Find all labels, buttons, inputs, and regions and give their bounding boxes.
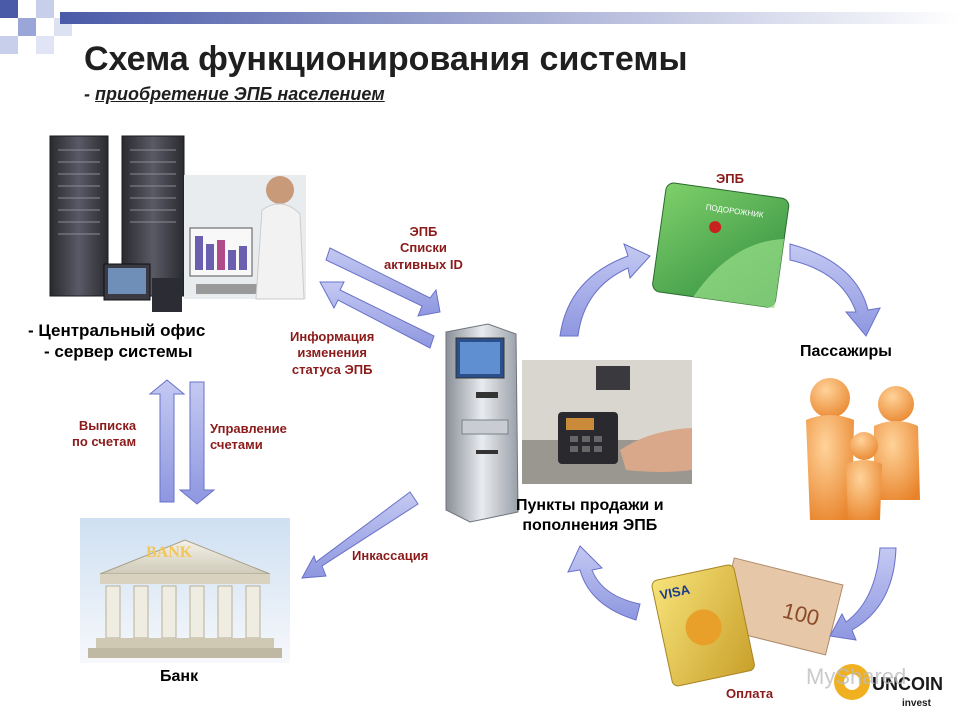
bank-sign-text: BANK (146, 544, 193, 561)
arrow-payment-to-points (567, 545, 641, 621)
edge-label-statement-1: Выписка (78, 418, 137, 433)
arrow-bank-to-office (148, 379, 186, 503)
office-operator-image (184, 175, 306, 300)
edge-label-status-info: Информация изменения статуса ЭПБ (290, 329, 374, 378)
visa-text: VISA (658, 582, 691, 603)
arrow-kiosk-to-office (319, 281, 435, 349)
office-label: - Центральный офис - сервер системы (28, 320, 205, 363)
watermark-text: MyShared (806, 664, 906, 689)
logo-sub-text: invest (902, 698, 932, 709)
arrow-card-to-passengers (789, 243, 881, 337)
edge-label-status-2: изменения (297, 345, 367, 361)
arrow-points-to-card (559, 243, 651, 337)
edge-label-manage-1: Управление (210, 421, 287, 436)
edge-label-epb-card: ЭПБ (716, 171, 744, 186)
bank-label: Банк (160, 668, 199, 685)
edge-label-epb-lists-2: Списки (399, 240, 447, 256)
office-label-line1: - Центральный офис (28, 321, 206, 340)
edge-label-epb-lists: ЭПБ Списки активных ID (384, 224, 463, 273)
edge-label-status-1: Информация (290, 329, 375, 344)
arrow-kiosk-to-bank (301, 491, 419, 579)
bank-building-image (80, 518, 290, 663)
passengers-label: Пассажиры (800, 343, 892, 360)
page-subtitle: - приобретение ЭПБ населением (84, 84, 385, 105)
pos-terminal-image (522, 360, 692, 484)
subtitle-link: приобретение ЭПБ населением (95, 84, 385, 104)
subtitle-prefix: - (84, 84, 95, 104)
edge-label-statement: Выписка по счетам (72, 418, 136, 451)
payment-kiosk-image (445, 323, 519, 523)
edge-label-epb-lists-3: активных ID (384, 256, 463, 272)
edge-label-account-management: Управление счетами (210, 421, 287, 454)
sales-points-line2: пополнения ЭПБ (522, 517, 658, 534)
arrow-office-to-kiosk (325, 247, 441, 317)
edge-label-payment: Оплата (726, 686, 774, 701)
family-passengers-image (806, 378, 920, 520)
payment-cards-money-image: 100 VISA (651, 557, 844, 687)
edge-label-epb-lists-1: ЭПБ (409, 224, 438, 239)
logo-brand-text: UNCOIN (872, 674, 943, 694)
arrow-passengers-to-payment (829, 547, 897, 641)
sales-points-line1: Пункты продажи и (516, 497, 664, 514)
office-label-line2: - сервер системы (44, 342, 193, 362)
server-rack-image (49, 135, 185, 312)
edge-label-manage-2: счетами (210, 437, 263, 453)
edge-label-status-3: статуса ЭПБ (291, 361, 373, 377)
edge-label-statement-2: по счетам (72, 434, 137, 450)
header-decoration (0, 0, 960, 54)
uncoin-logo: UNCOIN invest (834, 664, 943, 709)
epb-card-image: ПОДОРОЖНИК (652, 182, 790, 309)
page-title: Схема функционирования системы (84, 40, 688, 78)
edge-label-collection: Инкассация (352, 548, 429, 563)
sales-points-label: Пункты продажи и пополнения ЭПБ (516, 496, 664, 536)
arrow-office-to-bank (178, 381, 216, 505)
